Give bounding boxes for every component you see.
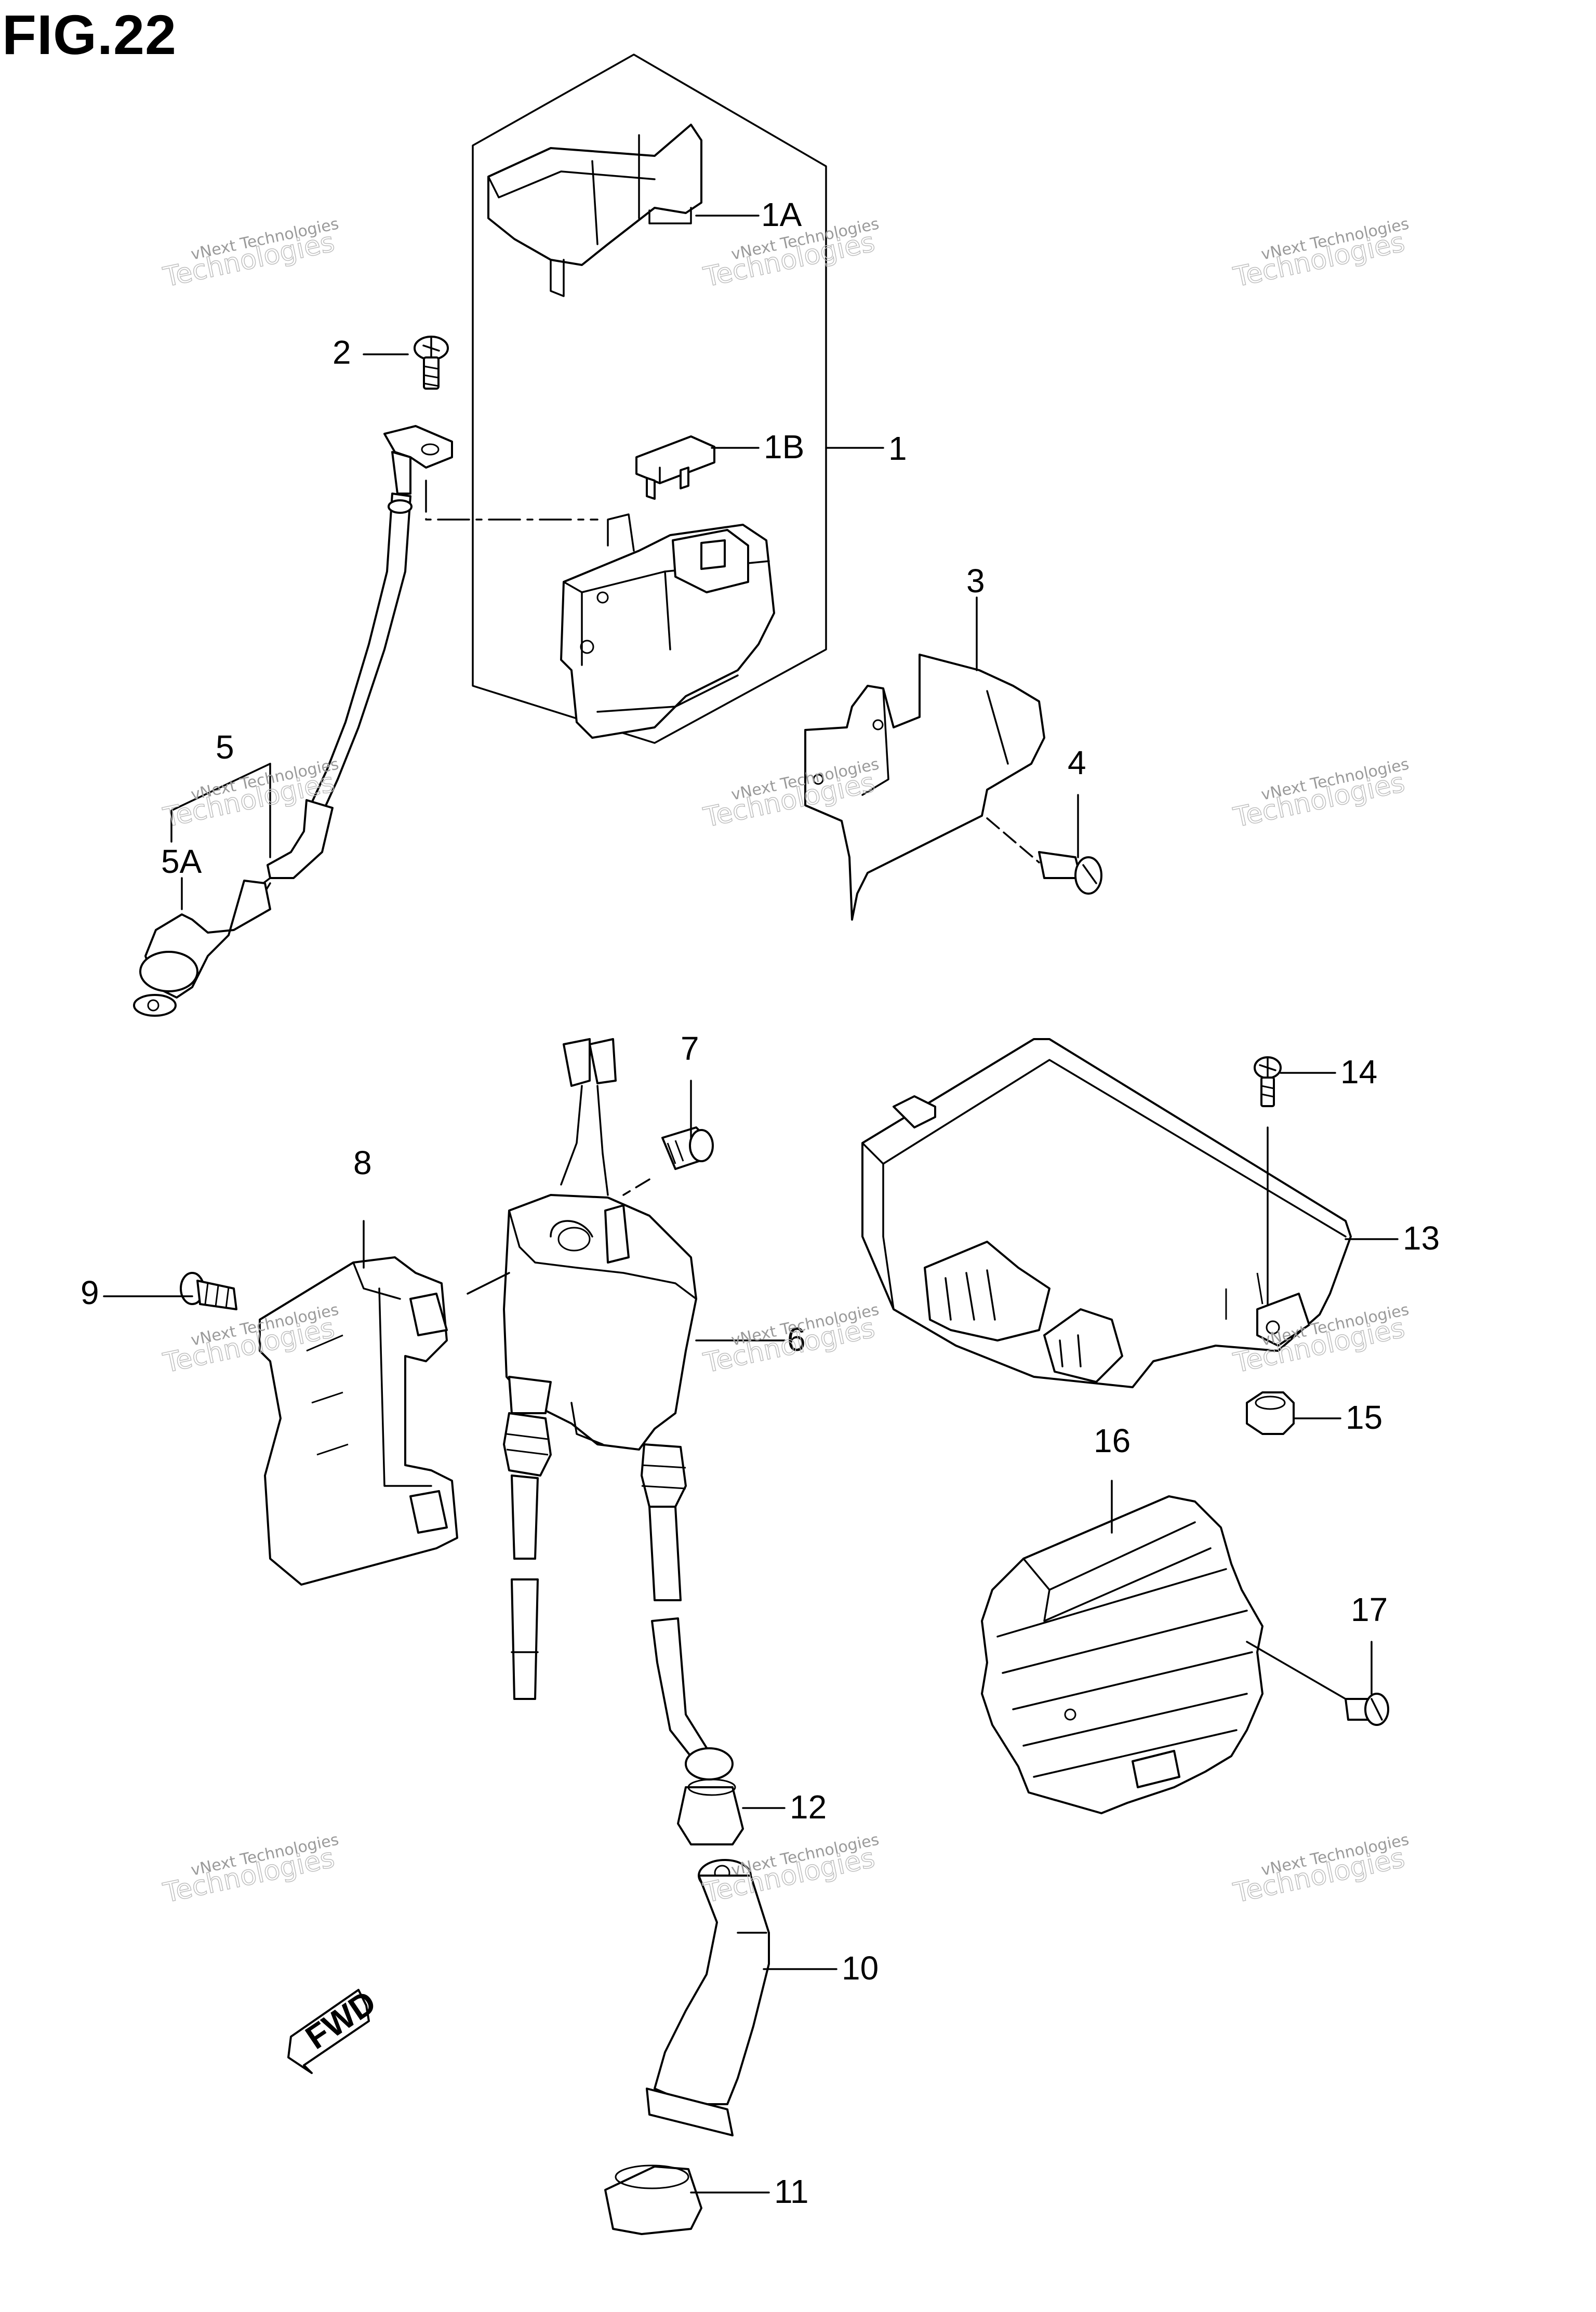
coil-lead-left-part [503,1412,552,1700]
bolt-2-part [414,336,449,390]
callout-13: 13 [1403,1219,1440,1257]
dashed-7 [622,1178,650,1196]
assembly-group-outline [472,54,827,744]
fuse-part [635,435,715,500]
dashed-4 [986,817,1040,863]
nut-15-part [1246,1391,1295,1435]
plug-cover-part [604,2164,702,2235]
leader-5-bracket [170,763,271,843]
ignition-coil-part [503,1038,697,1451]
leader-17 [1246,1641,1347,1700]
assembly-centerline [425,480,598,521]
callout-7: 7 [681,1030,699,1067]
coil-bracket-part [259,1256,458,1586]
battery-cable-part [133,425,453,1017]
starter-relay-part [560,513,775,739]
leader-lines [103,215,1399,2194]
regulator-rectifier-part [981,1495,1264,1814]
forward-arrow-icon: FWD [287,1983,382,2074]
callout-16: 16 [1094,1422,1130,1459]
callout-17: 17 [1351,1591,1388,1628]
ecu-unit-part [861,1038,1352,1388]
callout-3: 3 [966,562,985,600]
callout-8: 8 [353,1144,372,1181]
callout-6: 6 [787,1321,806,1358]
figure-title: FIG.22 [2,3,177,66]
coil-lead-right-part [641,1443,713,1768]
plug-cap-seal-part [677,1747,744,1845]
screw-14-part [1254,1056,1282,1107]
callout-14: 14 [1340,1053,1377,1091]
callout-1B: 1B [764,428,804,466]
leader-8-mount [467,1272,510,1295]
relay-bracket-part [804,654,1045,921]
bolt-7-part [661,1126,714,1170]
callout-5: 5 [216,728,234,766]
spark-plug-cap-part [646,1859,770,2136]
callout-15: 15 [1346,1399,1382,1436]
callout-9: 9 [81,1274,99,1311]
callout-1A: 1A [761,196,802,233]
screw-17-part [1345,1693,1389,1726]
callout-4: 4 [1068,744,1086,781]
bolt-4-part [1038,851,1102,895]
callout-5A: 5A [161,843,202,880]
callout-10: 10 [842,1949,879,1987]
callout-2: 2 [332,334,351,371]
bolt-9-part [180,1272,237,1310]
callout-12: 12 [790,1788,827,1826]
relay-cover-part [487,124,702,297]
callout-1: 1 [888,430,907,467]
callout-11: 11 [774,2173,808,2210]
